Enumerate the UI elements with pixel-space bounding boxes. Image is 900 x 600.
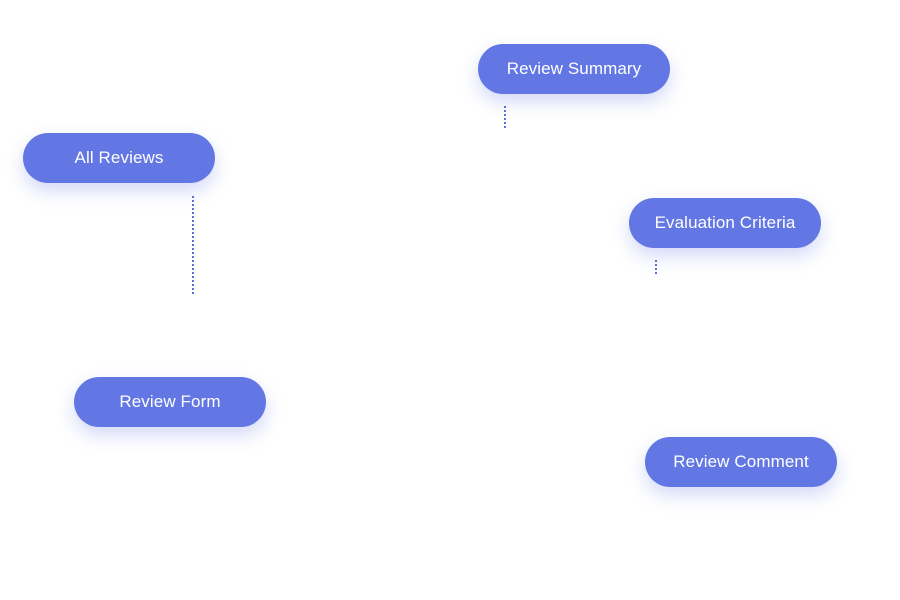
node-review-comment[interactable]: Review Comment [645, 437, 837, 487]
node-label: Review Form [119, 392, 221, 411]
connector-all-reviews [192, 196, 194, 294]
connector-evaluation-criteria [655, 260, 657, 274]
node-all-reviews[interactable]: All Reviews [23, 133, 215, 183]
connector-review-summary [504, 106, 506, 128]
node-label: Review Comment [673, 452, 809, 471]
node-evaluation-criteria[interactable]: Evaluation Criteria [629, 198, 821, 248]
node-label: Review Summary [506, 59, 642, 78]
node-label: All Reviews [74, 148, 164, 167]
node-review-form[interactable]: Review Form [74, 377, 266, 427]
node-label: Evaluation Criteria [654, 213, 796, 232]
node-review-summary[interactable]: Review Summary [478, 44, 670, 94]
